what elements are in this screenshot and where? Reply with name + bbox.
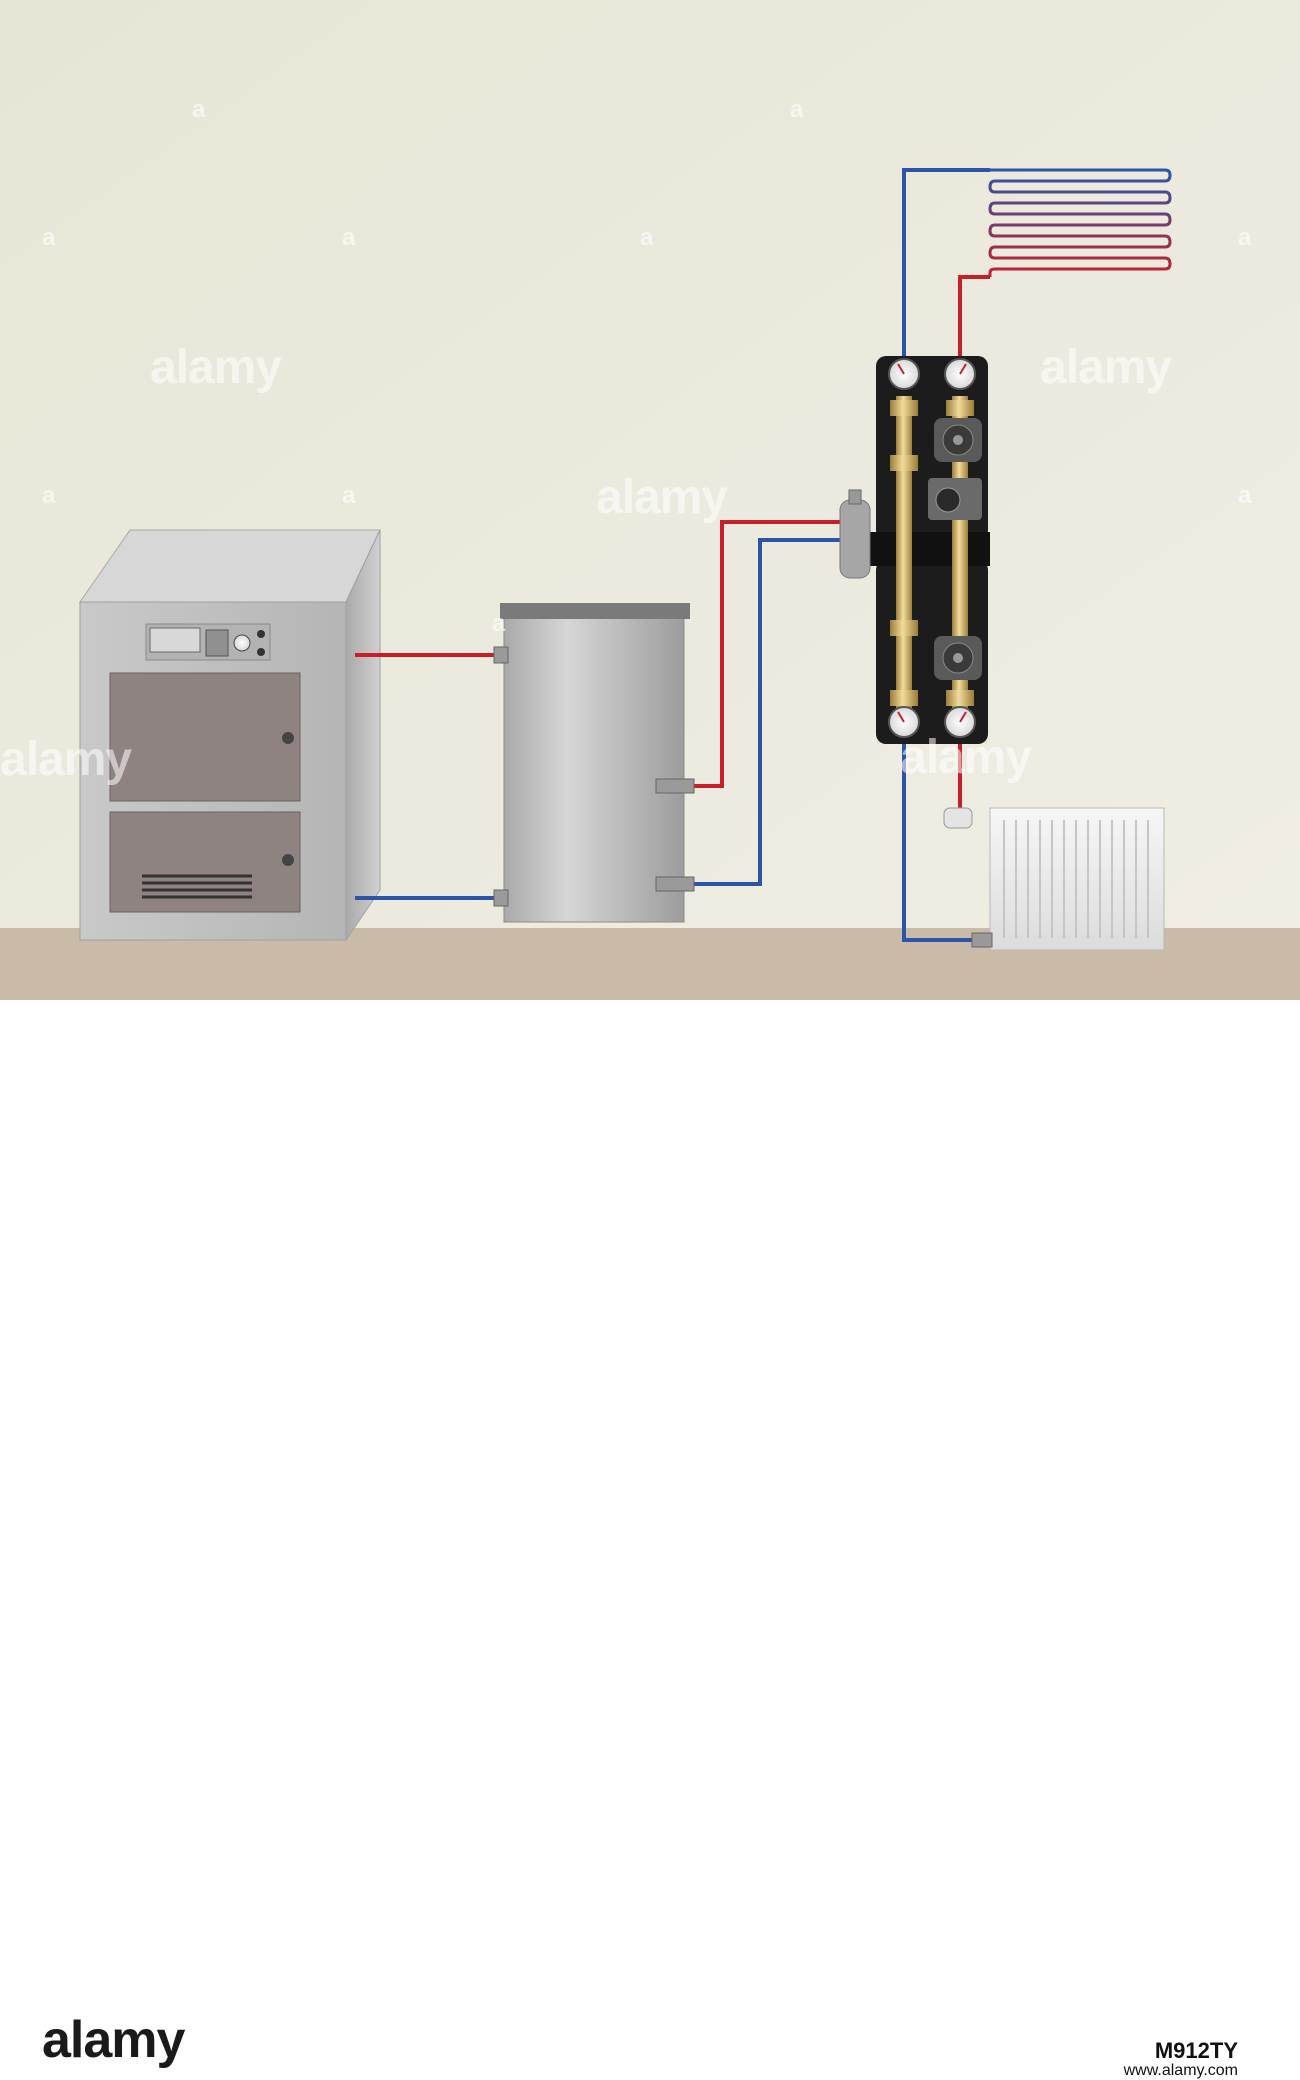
knob-icon: [257, 630, 265, 638]
site-url: www.alamy.com: [1123, 2062, 1238, 2079]
tank-lid: [500, 603, 690, 619]
brass-fitting: [890, 400, 918, 416]
radiator-fins: [1003, 820, 1149, 938]
hot-pipe-to-module: [690, 520, 850, 788]
upper-door: [109, 672, 301, 802]
hydraulic-separator: [839, 499, 871, 579]
knob-icon: [257, 648, 265, 656]
radiator-cold-pipe: [902, 738, 975, 942]
door-handle-icon: [282, 732, 294, 744]
lower-door: [109, 811, 301, 913]
heating-system-diagram: [0, 0, 1300, 1000]
coil-loop: [988, 168, 1172, 277]
pipes: [355, 168, 990, 942]
air-vent: [142, 874, 252, 899]
valve-dial-icon: [935, 487, 961, 513]
boiler-top: [79, 529, 381, 603]
control-keypad: [205, 629, 229, 657]
underfloor-heating-coil: [988, 168, 1172, 277]
panel-radiator: [943, 807, 1165, 951]
footer-bar: alamy M912TY www.alamy.com: [0, 1000, 1300, 2079]
floor-heat-cold-pipe: [902, 168, 990, 360]
thermostatic-valve: [943, 807, 973, 829]
pressure-gauge-icon: [233, 634, 251, 652]
solid-fuel-boiler: [79, 529, 381, 942]
buffer-tank: [493, 603, 695, 923]
floor-heat-hot-pipe: [958, 275, 990, 360]
image-id: M912TY: [1154, 2038, 1238, 2063]
pump-group-manifold: [839, 356, 990, 744]
tank-port: [655, 876, 695, 892]
tank-body: [503, 613, 685, 923]
radiator-return-valve: [971, 932, 993, 948]
brass-fitting: [890, 690, 918, 706]
manifold-bar: [870, 532, 990, 566]
air-vent-valve: [848, 489, 862, 505]
door-handle-icon: [282, 854, 294, 866]
brass-fitting: [890, 620, 918, 636]
tank-port: [655, 778, 695, 794]
brass-fitting: [946, 690, 974, 706]
brass-fitting: [890, 455, 918, 471]
tank-port: [493, 889, 509, 907]
tank-port: [493, 646, 509, 664]
brass-fitting: [946, 400, 974, 416]
control-display: [149, 627, 201, 653]
brass-pipe: [896, 396, 912, 726]
boiler-side: [345, 529, 381, 942]
brand-logo: alamy: [42, 2011, 185, 2069]
cold-pipe-from-module: [690, 538, 850, 886]
